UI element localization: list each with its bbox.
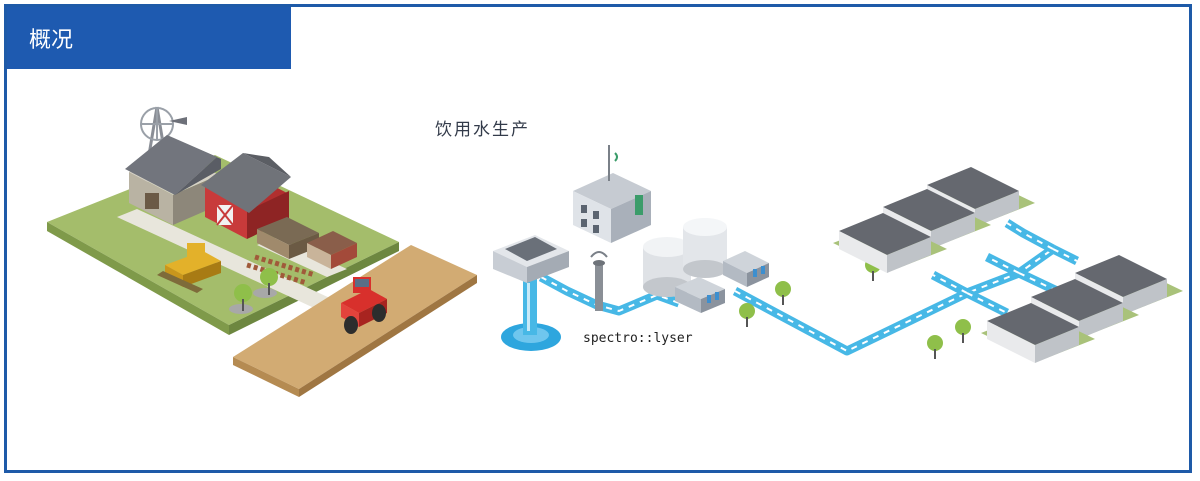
house (833, 213, 947, 273)
water-pipeline (538, 219, 1080, 356)
farm-trees (229, 268, 278, 314)
water-production-area (493, 145, 1080, 359)
treatment-units (675, 251, 769, 313)
barn-red (201, 153, 291, 239)
farm-area (47, 106, 477, 397)
house (981, 303, 1095, 363)
process-title: 饮用水生产 (435, 120, 530, 140)
house (877, 189, 991, 249)
water-source-icon (501, 279, 561, 351)
well-house (493, 235, 569, 283)
office-building (573, 145, 651, 243)
farm-sheds (257, 217, 357, 269)
sensor-mast-icon (590, 251, 608, 311)
harvester-icon (157, 243, 221, 293)
scene-illustration (47, 106, 1183, 397)
sensor-label: spectro::lyser (583, 331, 693, 346)
residential-area (833, 167, 1183, 363)
diagram-frame: 概况 饮用水生产 spectro::lyser (4, 4, 1192, 473)
tractor-icon (341, 277, 387, 334)
page-title: 概况 (7, 7, 291, 69)
